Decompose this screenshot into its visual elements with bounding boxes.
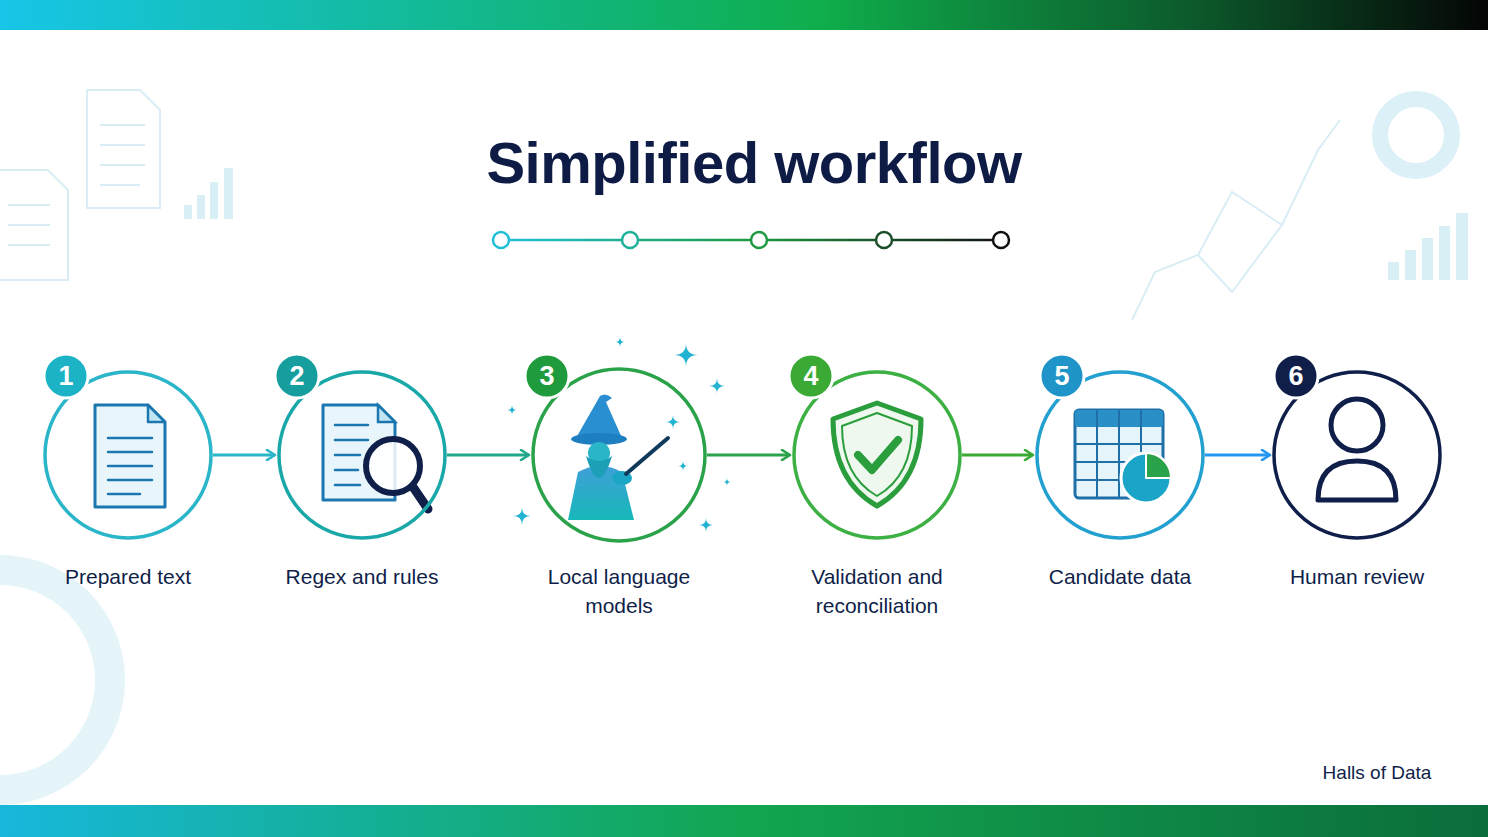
diagram-title: Simplified workflow (10, 128, 1488, 198)
shield-inner (842, 413, 912, 496)
node-outline (1035, 370, 1205, 540)
watermark: Halls of Data (1323, 762, 1432, 784)
node-outline (43, 370, 213, 540)
progress-dot (622, 232, 638, 248)
process-circle: 2Regex and rules (277, 370, 447, 540)
process-circle: 5Candidate data (1035, 370, 1205, 540)
progress-dot (876, 232, 892, 248)
bottom-bar (0, 805, 1488, 837)
shield-outline (833, 403, 921, 506)
flow-arrow (447, 454, 529, 457)
sparkle (615, 337, 625, 347)
node-outline (277, 370, 447, 540)
document-lines (108, 438, 152, 494)
document-fold (378, 405, 395, 422)
flow-arrow (707, 454, 790, 457)
flow-arrow (213, 454, 275, 457)
table-icon (1075, 410, 1171, 503)
progress-dot (493, 232, 509, 248)
number-badge (789, 354, 833, 398)
wizard-icon (568, 394, 668, 520)
progress-dot (751, 232, 767, 248)
callout-number: 6 (1274, 354, 1318, 398)
step-label: Regex and rules (267, 562, 457, 591)
sparkle (674, 343, 698, 367)
callout-number: 4 (789, 354, 833, 398)
callout-number: 2 (275, 354, 319, 398)
document-icon (95, 405, 165, 507)
progress-dot (993, 232, 1009, 248)
faint-chart-line (1132, 120, 1340, 320)
faint-bar (197, 195, 205, 219)
faint-bar (1422, 238, 1433, 280)
pie-chart (1121, 453, 1171, 503)
wizard-wand (626, 438, 668, 474)
step-label: Human review (1262, 562, 1452, 591)
number-badge (525, 354, 569, 398)
callout-number: 5 (1040, 354, 1084, 398)
step-label: Prepared text (33, 562, 223, 591)
sparkles (507, 337, 731, 532)
faint-lines (100, 125, 145, 185)
faint-document (0, 170, 68, 280)
process-circle: 3Local language models (531, 367, 707, 543)
faint-bar (1405, 250, 1416, 280)
step-label: Validation and reconciliation (782, 562, 972, 620)
sparkle (666, 415, 680, 429)
sparkle (678, 461, 688, 471)
faint-bar (210, 182, 218, 219)
callout-number: 1 (44, 354, 88, 398)
faint-bar (1388, 262, 1399, 280)
search-icon (323, 405, 428, 509)
wizard-hat (576, 394, 622, 438)
sparkle (699, 518, 713, 532)
document-page (95, 405, 165, 507)
process-circle: 6Human review (1272, 370, 1442, 540)
number-badge (1274, 354, 1318, 398)
flow-arrow (1205, 454, 1270, 457)
person-head (1331, 399, 1383, 451)
number-badge (1040, 354, 1084, 398)
faint-bar (1456, 213, 1468, 280)
check-mark (858, 440, 898, 470)
sparkle (709, 378, 725, 394)
faint-bar (184, 205, 192, 219)
document-lines (335, 425, 368, 485)
faint-document (87, 90, 160, 208)
step-label: Candidate data (1025, 562, 1215, 591)
sparkle (507, 405, 517, 415)
faint-bar (1439, 226, 1450, 280)
callout-number: 3 (525, 354, 569, 398)
sparkle (513, 507, 531, 525)
process-circle: 1Prepared text (43, 370, 213, 540)
process-circle: 4Validation and reconciliation (792, 370, 962, 540)
sparkle (723, 478, 731, 486)
node-outline (531, 367, 707, 543)
pie-wedge (1146, 453, 1171, 478)
document-fold (148, 405, 165, 422)
number-badge (275, 354, 319, 398)
faint-bar (224, 168, 233, 219)
step-label: Local language models (524, 562, 714, 620)
top-bar (0, 0, 1488, 30)
progress-line (493, 232, 1009, 248)
node-outline (1272, 370, 1442, 540)
shield-icon (833, 403, 921, 506)
person-icon (1318, 399, 1396, 500)
faint-arc (0, 570, 110, 790)
faint-lines (8, 205, 50, 245)
wizard-beard (586, 456, 612, 478)
person-body (1318, 461, 1396, 500)
number-badge (44, 354, 88, 398)
faint-ring (1380, 99, 1452, 171)
flow-arrow (962, 454, 1033, 457)
node-outline (792, 370, 962, 540)
